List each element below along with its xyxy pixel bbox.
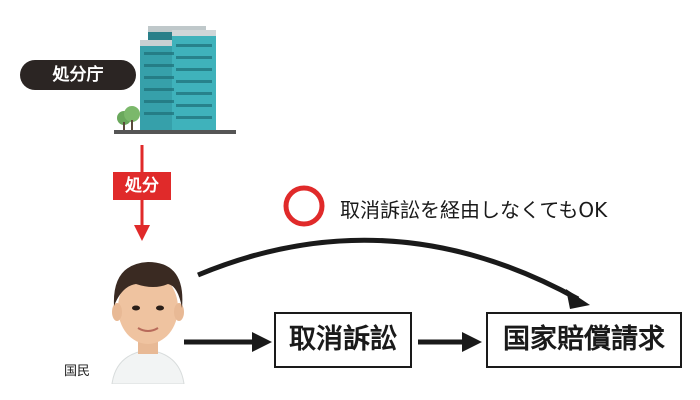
person-photo-icon [111, 262, 185, 384]
arrow-to-lawsuit [184, 332, 272, 352]
bypass-arrow [197, 237, 590, 309]
ok-note: 取消訴訟を経由しなくてもOK [340, 198, 608, 222]
lawsuit-box: 取消訴訟 [274, 312, 412, 368]
disposition-label: 処分 [113, 172, 171, 200]
arrow-to-claim [418, 332, 482, 352]
person-label: 国民 [64, 364, 91, 379]
red-circle-ok-icon [283, 185, 325, 227]
agency-label: 処分庁 [20, 60, 136, 90]
claim-box: 国家賠償請求 [486, 312, 682, 368]
office-building-icon [114, 26, 236, 134]
